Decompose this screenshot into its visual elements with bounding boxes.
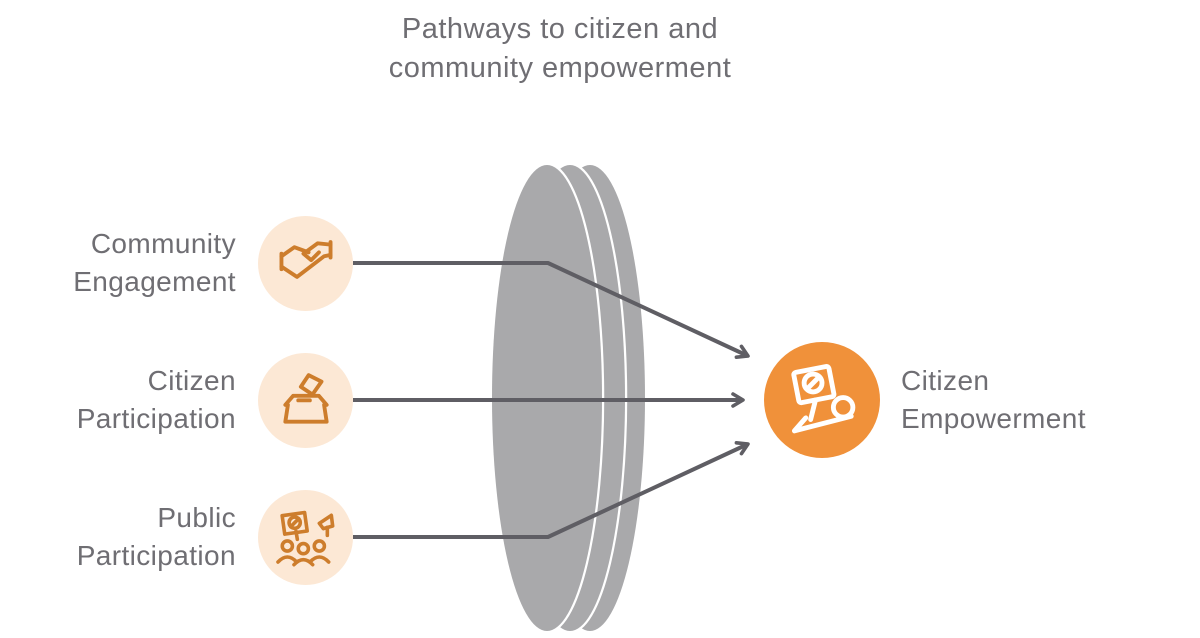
community-engagement-node xyxy=(258,216,353,311)
citizen-participation-node xyxy=(258,353,353,448)
label-public-participation: Public Participation xyxy=(76,502,236,571)
page-title: Pathways to citizen and community empowe… xyxy=(388,13,732,84)
arrow-public-participation xyxy=(353,440,750,539)
label-community-engagement: Community Engagement xyxy=(73,228,236,297)
hand-holding-sign-icon xyxy=(791,363,856,434)
label-citizen-empowerment: Citizen Empowerment xyxy=(901,365,1086,434)
public-participation-node xyxy=(258,490,353,585)
citizen-empowerment-node xyxy=(764,342,880,458)
arrow-community-engagement xyxy=(353,261,750,360)
label-citizen-participation: Citizen Participation xyxy=(76,365,236,434)
ballot-box-icon xyxy=(282,372,329,424)
handshake-icon xyxy=(279,239,332,279)
protest-crowd-icon xyxy=(275,510,334,566)
